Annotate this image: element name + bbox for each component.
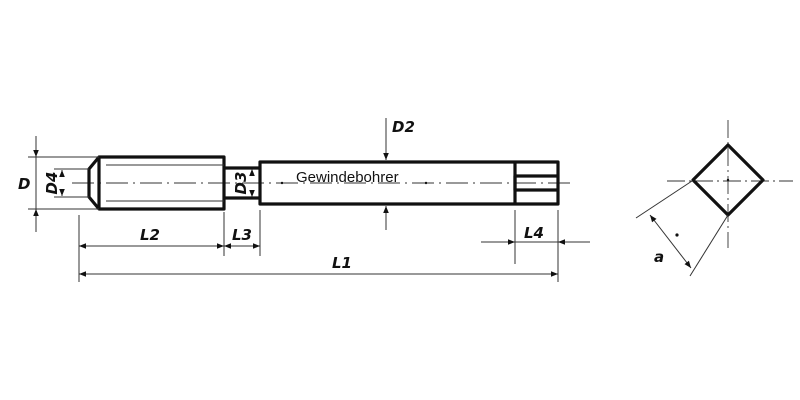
thread-lines xyxy=(106,164,224,202)
part-label: Gewindebohrer xyxy=(296,169,399,186)
label-d4: D4 xyxy=(43,172,61,195)
dimension-d: D xyxy=(18,136,99,232)
dimension-d4: D4 xyxy=(43,168,89,198)
square-end-view: a xyxy=(635,120,793,277)
label-l2: L2 xyxy=(140,226,160,244)
dimension-l3: L3 xyxy=(224,226,260,249)
label-a: a xyxy=(654,248,664,266)
dimension-l2: L2 xyxy=(79,226,224,249)
dimension-l4: L4 xyxy=(481,224,590,245)
dimension-d2: D2 xyxy=(383,118,415,230)
dimension-d3: D3 xyxy=(232,169,255,197)
dimension-l1: L1 xyxy=(79,254,558,277)
label-l1: L1 xyxy=(332,254,352,272)
label-d2: D2 xyxy=(392,118,415,136)
label-l3: L3 xyxy=(232,226,252,244)
label-l4: L4 xyxy=(524,224,544,242)
label-d3: D3 xyxy=(232,172,250,195)
label-d: D xyxy=(18,175,30,193)
